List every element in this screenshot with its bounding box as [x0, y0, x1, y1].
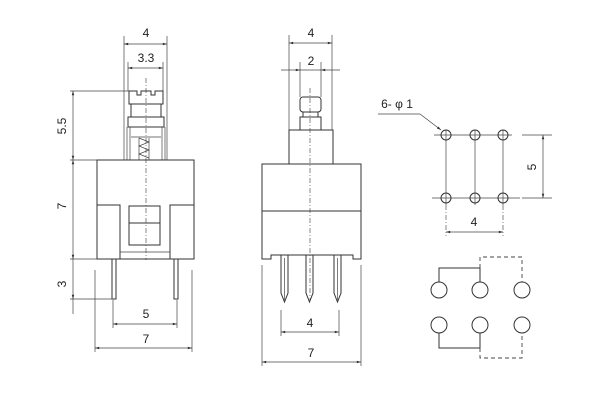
dim-col-spacing: 4: [471, 215, 478, 229]
dim-plunger-height: 5.5: [55, 117, 69, 134]
dim-plunger-width: 2: [308, 54, 315, 68]
circuit-schematic: [430, 256, 531, 359]
spring-icon: [138, 137, 150, 160]
side-view: 4 3.3 5.5 7 3 5 7: [55, 26, 195, 352]
dim-top-width: 4: [143, 26, 150, 40]
dim-pin-spacing: 5: [143, 307, 150, 321]
dim-step-width: 4: [308, 26, 315, 40]
footprint-view: 6- φ 1 5 4: [378, 97, 552, 236]
dim-plunger-width: 3.3: [138, 51, 155, 65]
dim-body-height: 7: [55, 202, 69, 209]
front-view: 4 2 4 7: [261, 26, 362, 366]
dim-pin-length: 3: [55, 280, 69, 287]
dim-body-width: 7: [143, 332, 150, 346]
dim-row-spacing: 5: [525, 163, 539, 170]
hole-icons: [440, 129, 509, 204]
dim-pin-spacing: 4: [307, 316, 314, 330]
hole-label: 6- φ 1: [381, 97, 413, 111]
dim-body-width: 7: [308, 346, 315, 360]
